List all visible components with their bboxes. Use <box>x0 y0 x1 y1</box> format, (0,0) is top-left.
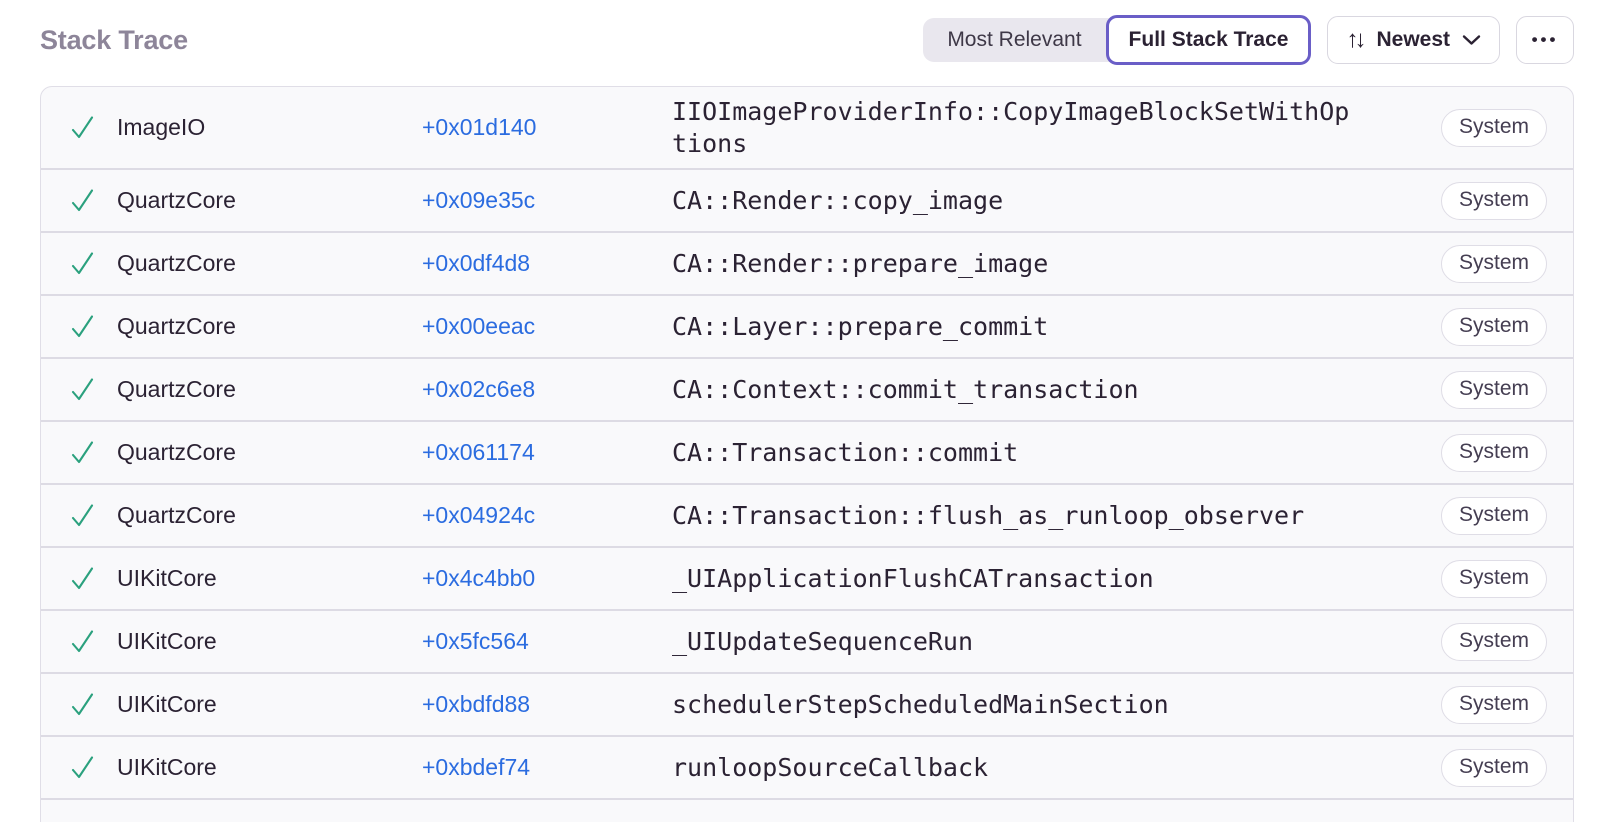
frame-module: UIKitCore <box>117 565 217 591</box>
frame-badge: System <box>1440 748 1547 787</box>
check-icon <box>69 439 117 466</box>
frame-badge: System <box>1440 307 1547 346</box>
table-row[interactable]: UIKitCore +0x4c4bb0 _UIApplicationFlushC… <box>41 546 1573 609</box>
frame-address[interactable]: +0x0df4d8 <box>422 250 531 276</box>
frame-address[interactable]: +0x04924c <box>422 502 536 528</box>
frame-module: UIKitCore <box>117 754 217 780</box>
frame-address[interactable]: +0x061174 <box>422 439 535 465</box>
frame-module: QuartzCore <box>117 313 236 339</box>
more-options-button[interactable]: ••• <box>1516 16 1574 64</box>
frame-badge: System <box>1440 244 1547 283</box>
table-row[interactable]: UIKitCore +0x5fc564 _UIUpdateSequenceRun… <box>41 609 1573 672</box>
table-row[interactable]: QuartzCore +0x04924c CA::Transaction::fl… <box>41 483 1573 546</box>
frame-function: CA::Render::prepare_image <box>672 248 1049 278</box>
frame-module: UIKitCore <box>117 628 217 654</box>
check-icon <box>69 628 117 655</box>
frame-function: schedulerStepScheduledMainSection <box>672 689 1169 719</box>
header-controls: Most Relevant Full Stack Trace ↑↓ Newest… <box>923 15 1574 65</box>
table-row[interactable]: ImageIO +0x01d140 IIOImageProviderInfo::… <box>41 87 1573 168</box>
sort-arrows-icon: ↑↓ <box>1346 26 1366 53</box>
frame-module: QuartzCore <box>117 187 236 213</box>
check-icon <box>69 754 117 781</box>
table-row[interactable]: UIKitCore +0xbdef74 runloopSourceCallbac… <box>41 735 1573 798</box>
frame-badge: System <box>1440 685 1547 724</box>
frame-module: QuartzCore <box>117 439 236 465</box>
frame-address[interactable]: +0xbdfd88 <box>422 691 531 717</box>
frame-module: QuartzCore <box>117 376 236 402</box>
frame-badge: System <box>1440 370 1547 409</box>
ellipsis-icon: ••• <box>1531 30 1559 49</box>
chevron-down-icon <box>1462 28 1481 52</box>
sort-button[interactable]: ↑↓ Newest <box>1327 16 1500 64</box>
table-row[interactable]: QuartzCore +0x09e35c CA::Render::copy_im… <box>41 168 1573 231</box>
toggle-most-relevant[interactable]: Most Relevant <box>923 18 1105 62</box>
frame-badge: System <box>1440 108 1547 147</box>
frame-function: IIOImageProviderInfo::CopyImageBlockSetW… <box>672 97 1350 158</box>
frame-module: ImageIO <box>117 114 206 140</box>
table-row[interactable]: UIKitCore +0xbdfd88 schedulerStepSchedul… <box>41 672 1573 735</box>
frame-badge: System <box>1440 433 1547 472</box>
stack-trace-header: Stack Trace Most Relevant Full Stack Tra… <box>40 0 1574 65</box>
frame-address[interactable]: +0x00eeac <box>422 313 536 339</box>
frame-function: CA::Render::copy_image <box>672 185 1004 215</box>
frame-address[interactable]: +0xbdef74 <box>422 754 531 780</box>
frame-module: QuartzCore <box>117 502 236 528</box>
check-icon <box>69 376 117 403</box>
frame-badge: System <box>1440 496 1547 535</box>
frame-function: runloopSourceCallback <box>672 752 989 782</box>
frame-address[interactable]: +0x4c4bb0 <box>422 565 536 591</box>
toggle-full-stack-trace[interactable]: Full Stack Trace <box>1105 15 1312 65</box>
check-icon <box>69 691 117 718</box>
frame-function: _UIApplicationFlushCATransaction <box>672 563 1154 593</box>
check-icon <box>69 187 117 214</box>
frame-address[interactable]: +0x5fc564 <box>422 628 529 654</box>
frame-row-clipped <box>41 798 1573 822</box>
table-row[interactable]: QuartzCore +0x00eeac CA::Layer::prepare_… <box>41 294 1573 357</box>
sort-label: Newest <box>1376 28 1450 51</box>
page-title: Stack Trace <box>40 24 188 55</box>
view-toggle: Most Relevant Full Stack Trace <box>923 15 1312 65</box>
frame-function: CA::Transaction::flush_as_runloop_observ… <box>672 500 1305 530</box>
check-icon <box>69 250 117 277</box>
frame-module: QuartzCore <box>117 250 236 276</box>
check-icon <box>69 502 117 529</box>
table-row[interactable]: QuartzCore +0x02c6e8 CA::Context::commit… <box>41 357 1573 420</box>
check-icon <box>69 114 117 141</box>
frame-function: _UIUpdateSequenceRun <box>672 626 974 656</box>
frame-function: CA::Transaction::commit <box>672 437 1019 467</box>
frame-address[interactable]: +0x09e35c <box>422 187 536 213</box>
frame-function: CA::Context::commit_transaction <box>672 374 1139 404</box>
frame-badge: System <box>1440 181 1547 220</box>
frame-address[interactable]: +0x02c6e8 <box>422 376 536 402</box>
table-row[interactable]: QuartzCore +0x061174 CA::Transaction::co… <box>41 420 1573 483</box>
frame-badge: System <box>1440 622 1547 661</box>
frame-module: UIKitCore <box>117 691 217 717</box>
stack-trace-table: ImageIO +0x01d140 IIOImageProviderInfo::… <box>40 86 1574 822</box>
check-icon <box>69 565 117 592</box>
frame-function: CA::Layer::prepare_commit <box>672 311 1049 341</box>
frame-address[interactable]: +0x01d140 <box>422 114 537 140</box>
table-row[interactable]: QuartzCore +0x0df4d8 CA::Render::prepare… <box>41 231 1573 294</box>
frame-badge: System <box>1440 559 1547 598</box>
check-icon <box>69 313 117 340</box>
